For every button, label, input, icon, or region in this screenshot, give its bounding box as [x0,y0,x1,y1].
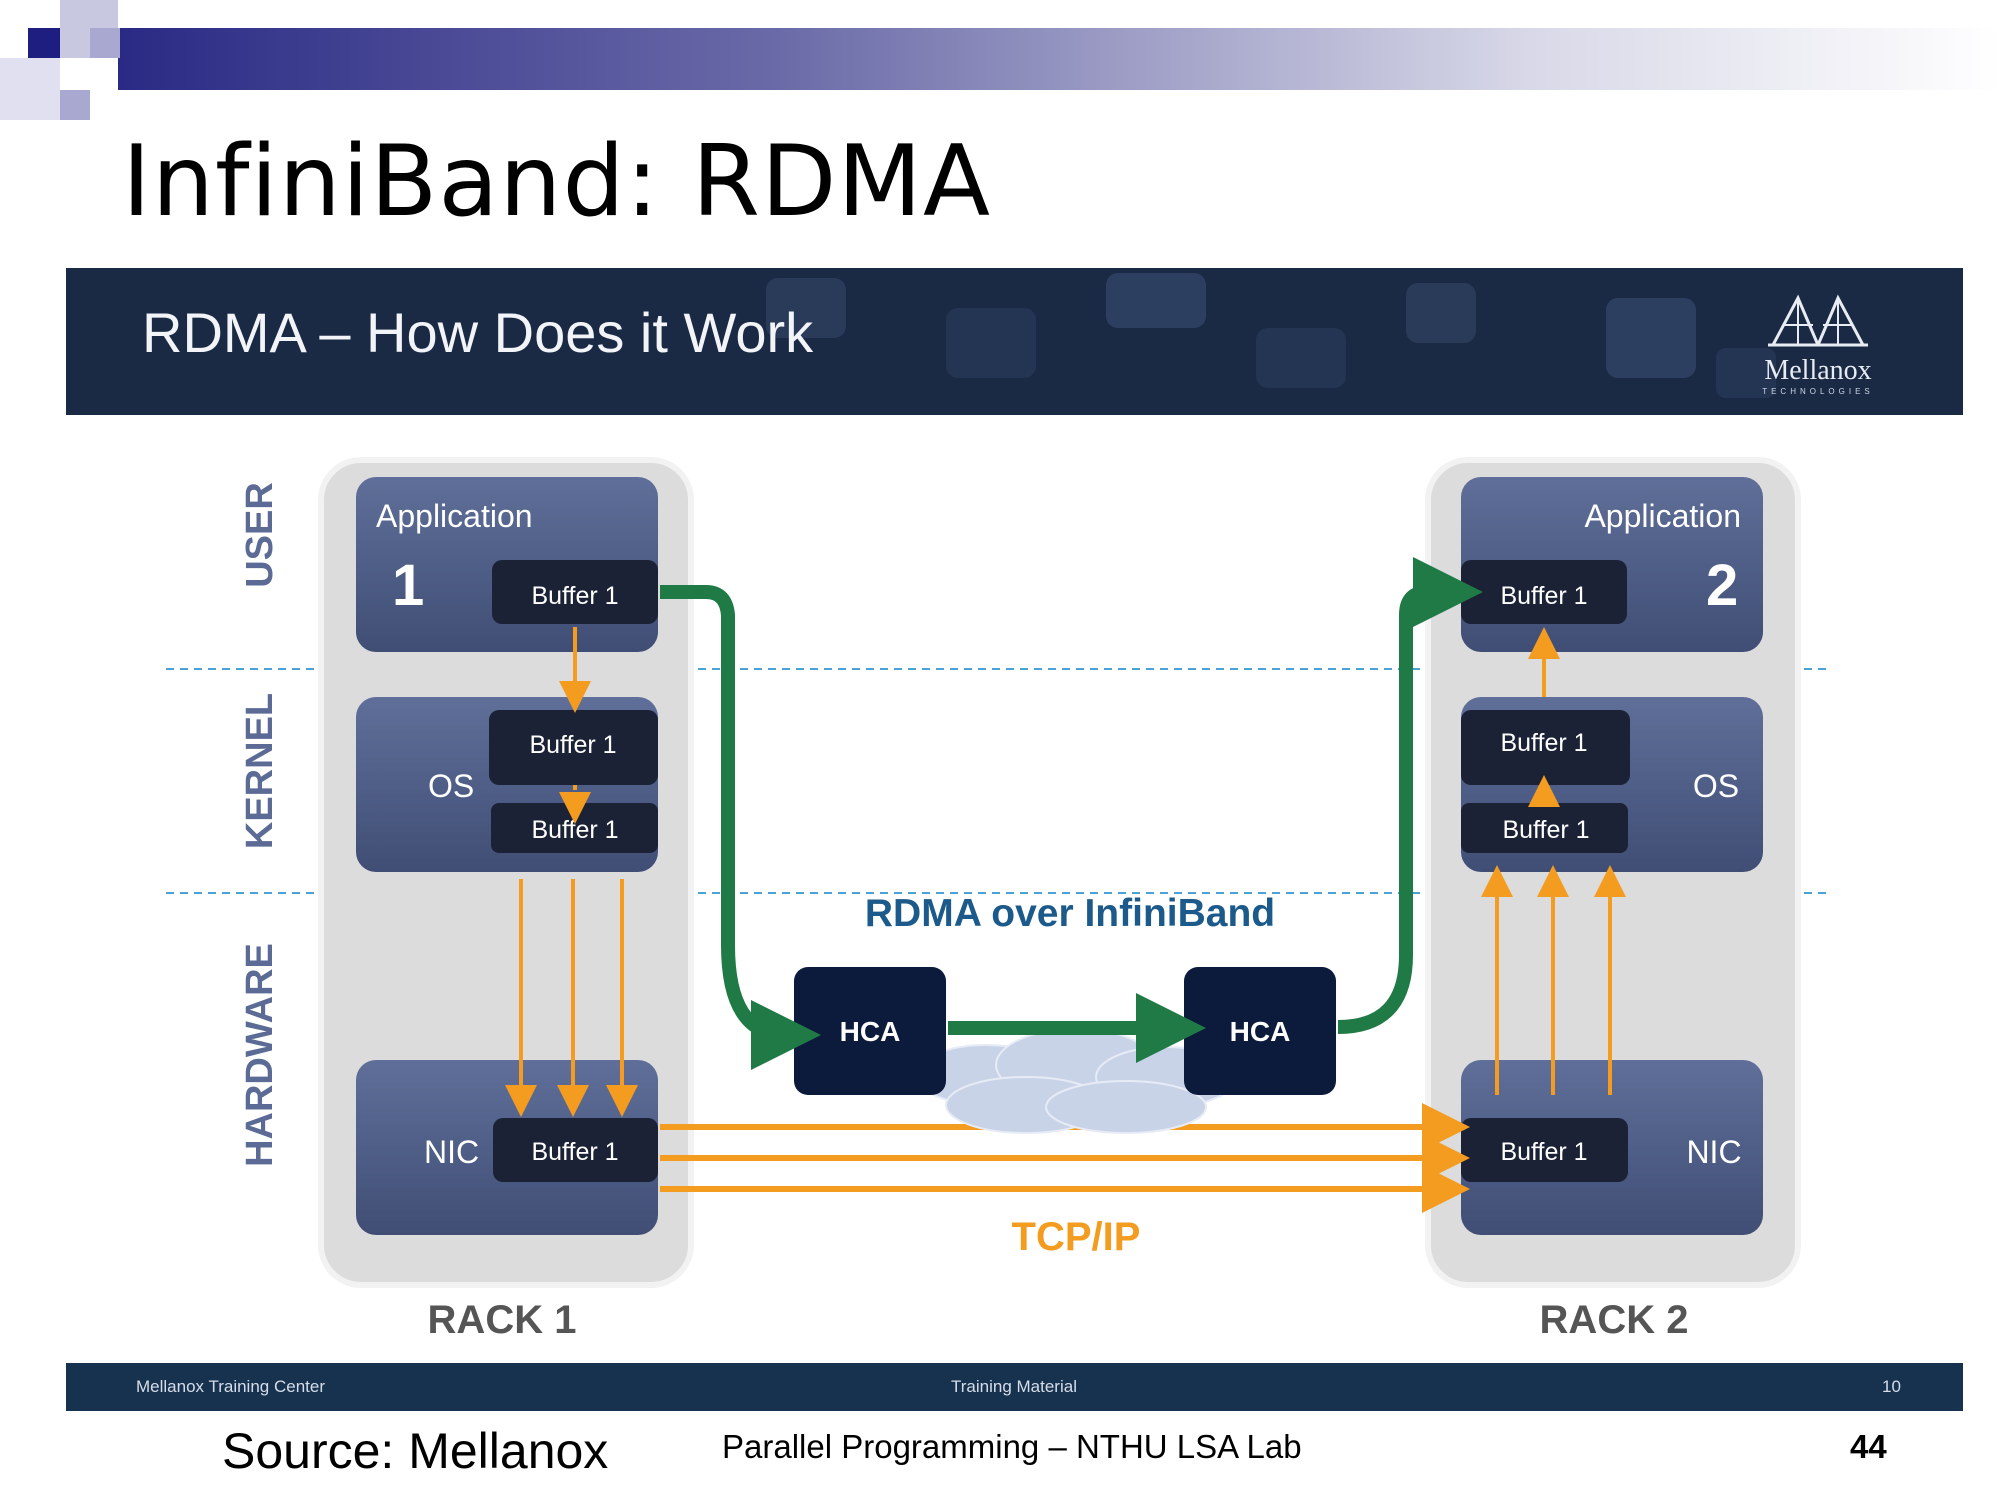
rack2-nic-buffer [1461,1118,1628,1182]
inner-footer-bar: Mellanox Training Center Training Materi… [66,1363,1963,1411]
mellanox-logo: Mellanox TECHNOLOGIES [1753,290,1883,396]
rack1-os-buffer-bottom [491,803,658,853]
rack2-app-buffer [1461,560,1627,624]
corner-square-dark [28,28,60,60]
rack2-nic-buffer-label: Buffer 1 [1500,1138,1587,1166]
rack1-app-buffer-label: Buffer 1 [531,582,618,610]
rack2-os-buffer-bottom-label: Buffer 1 [1502,816,1589,844]
rdma-path-sender [660,585,821,1070]
rack2-os-buffer-top [1461,710,1630,785]
rack1-app-number: 1 [392,553,424,618]
slide-title: InfiniBand: RDMA [122,125,992,239]
source-credit: Source: Mellanox [222,1423,609,1479]
rdma-label: RDMA over InfiniBand [865,892,1275,935]
rack2-app-buffer-label: Buffer 1 [1500,582,1587,610]
banner-pattern [766,273,1776,398]
bridge-icon [1768,294,1868,347]
rdma-path-receiver [1337,557,1483,1034]
corner-square-light-2 [90,28,120,58]
layer-label-hardware: HARDWARE [239,943,281,1167]
hca-right-label: HCA [1230,1016,1291,1047]
logo-subtext: TECHNOLOGIES [1762,387,1874,396]
rack2-os-label: OS [1693,768,1739,804]
logo-text: Mellanox [1764,355,1872,386]
inner-footer-center: Training Material [951,1377,1077,1396]
corner-square-light-4 [60,90,90,120]
rack1-os-buffer-top [489,710,658,785]
rack2-nic-label: NIC [1686,1134,1741,1170]
rack1-os-buffer-top-label: Buffer 1 [529,731,616,759]
rack1-app-title: Application [376,498,533,534]
rack1-os-label: OS [428,768,474,804]
rack1-label: RACK 1 [428,1298,577,1342]
hca-left-box [794,967,946,1095]
rdma-diagram: USER KERNEL HARDWARE Application 1 OS NI… [66,415,1963,1365]
rack1-nic-label: NIC [424,1134,479,1170]
rdma-banner: RDMA – How Does it Work Mellanox TECHNOL… [66,268,1963,415]
course-footer: Parallel Programming – NTHU LSA Lab [722,1428,1302,1465]
rack1-os-buffer-bottom-label: Buffer 1 [531,816,618,844]
banner-title: RDMA – How Does it Work [142,301,814,364]
inner-footer-left: Mellanox Training Center [136,1377,325,1396]
layer-label-kernel: KERNEL [239,693,281,849]
header-gradient-bar [118,28,2000,90]
rack2-os-buffer-top-label: Buffer 1 [1500,729,1587,757]
tcp-label: TCP/IP [1012,1215,1141,1259]
rack2-label: RACK 2 [1540,1298,1689,1342]
page-number: 44 [1850,1428,1887,1465]
rack2-app-title: Application [1584,498,1741,534]
rack1-nic-buffer [493,1118,658,1182]
rack2-app-number: 2 [1706,553,1738,618]
layer-label-user: USER [239,482,281,588]
corner-square-light-3 [0,58,60,120]
rack1-nic-buffer-label: Buffer 1 [531,1138,618,1166]
inner-footer-right: 10 [1882,1377,1901,1396]
hca-left-label: HCA [840,1016,901,1047]
rack1-app-buffer [492,560,658,624]
hca-right-box [1184,967,1336,1095]
rack2-os-buffer-bottom [1461,803,1628,853]
